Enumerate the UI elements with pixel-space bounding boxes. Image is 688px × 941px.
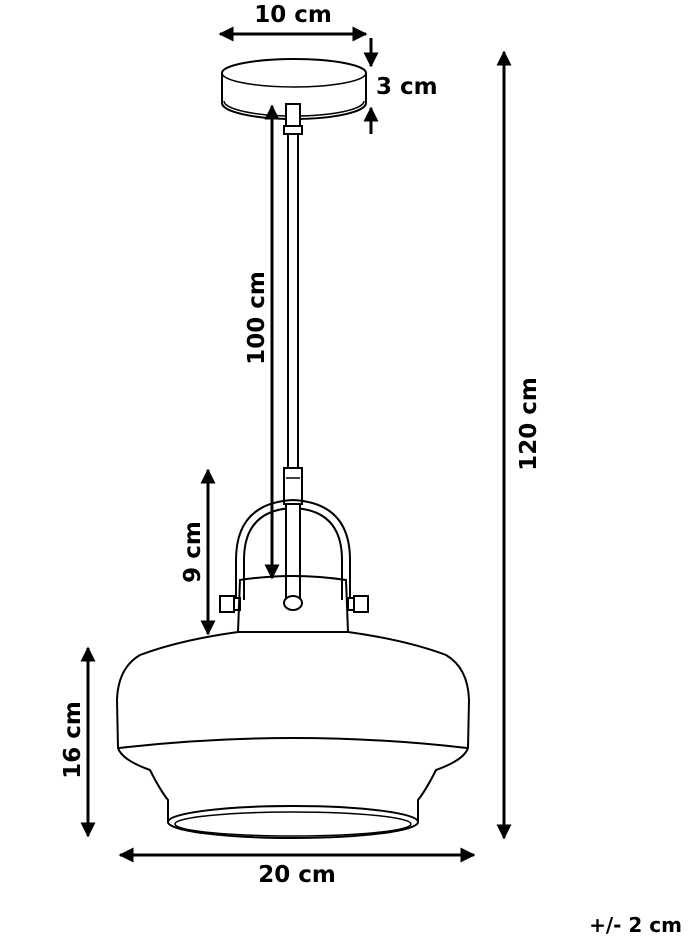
bracket-knobs [219, 595, 369, 613]
tolerance-label: +/- 2 cm [589, 913, 682, 937]
total-height-label: 120 cm [516, 377, 542, 471]
rod-length-label: 100 cm [244, 271, 270, 365]
shade-height-label: 16 cm [60, 701, 86, 779]
rod-lower-segment [283, 503, 303, 611]
lamp-shade [115, 631, 471, 839]
bracket-height-label: 9 cm [180, 521, 206, 583]
shade-width-label: 20 cm [258, 862, 336, 888]
canopy-width-label: 10 cm [254, 2, 332, 28]
shade-neck [236, 575, 350, 633]
lamp-illustration [115, 58, 471, 839]
dimension-lines [80, 26, 512, 863]
suspension-rod [287, 134, 299, 470]
rod-top-connector [283, 103, 303, 135]
rod-bottom-sleeve [283, 467, 303, 505]
dimension-labels: 10 cm 3 cm 100 cm 9 cm 16 cm 20 cm 120 c… [60, 2, 682, 937]
canopy-height-label: 3 cm [376, 74, 438, 100]
